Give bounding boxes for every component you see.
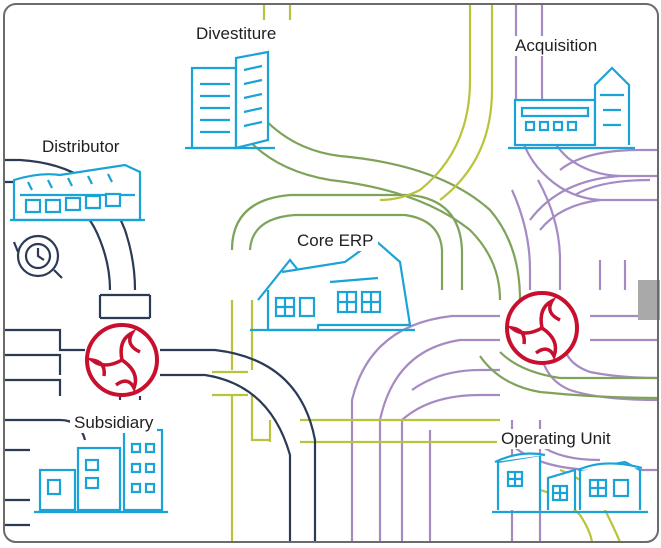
core-erp-label: Core ERP [293,231,378,251]
cycle-clock-icon [12,234,63,279]
gray-block [638,280,660,320]
house-icon [250,238,415,332]
operating-unit-label: Operating Unit [497,429,615,449]
divestiture-label: Divestiture [192,24,281,44]
distributor-label: Distributor [38,137,124,157]
factory-icon [10,163,145,222]
office-buildings-icon [34,428,168,514]
triskelion-connector-icon [505,291,579,365]
office-building-icon [185,50,275,150]
frame-border [3,3,659,543]
acquisition-label: Acquisition [511,36,602,56]
subsidiary-label: Subsidiary [70,413,158,433]
warehouse-tower-icon [508,66,635,150]
triskelion-connector-icon [85,323,159,397]
lime-pipes [212,4,622,542]
townhouses-icon [492,452,648,514]
